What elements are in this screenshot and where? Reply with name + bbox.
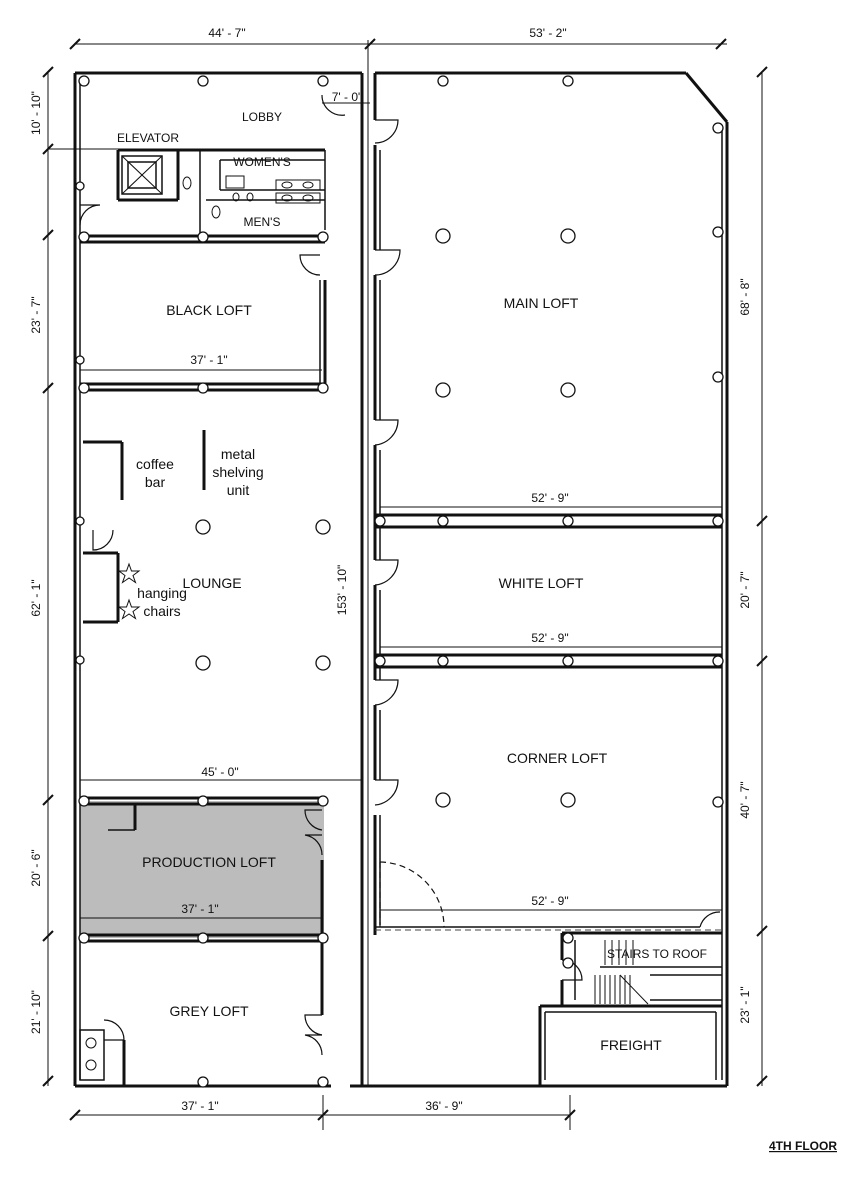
room-label-mens: MEN'S (244, 215, 281, 229)
room-label-production-loft: PRODUCTION LOFT (142, 854, 276, 870)
room-label-lobby: LOBBY (242, 110, 282, 124)
dim-production-width: 37' - 1" (181, 902, 218, 916)
corridor-walls (360, 73, 381, 1086)
dim-white-width: 52' - 9" (531, 631, 568, 645)
dim-black-width: 37' - 1" (190, 353, 227, 367)
note-bar: bar (145, 474, 166, 490)
dim-corridor: 153' - 10" (335, 565, 349, 616)
star-icon (117, 562, 141, 584)
dim-main-width: 52' - 9" (531, 491, 568, 505)
room-label-white-loft: WHITE LOFT (499, 575, 584, 591)
room-label-lounge: LOUNGE (182, 575, 241, 591)
dim-left-lounge: 62' - 1" (29, 579, 43, 616)
dimension-lines (42, 38, 768, 1130)
dim-right-white: 20' - 7" (738, 571, 752, 608)
stair-treads (594, 940, 649, 1005)
room-label-stairs: STAIRS TO ROOF (607, 947, 707, 961)
note-hanging: hanging (137, 585, 187, 601)
dim-left-grey: 21' - 10" (29, 990, 43, 1034)
restroom-fixtures (182, 175, 321, 219)
dim-right-main: 68' - 8" (738, 278, 752, 315)
room-label-corner-loft: CORNER LOFT (507, 750, 608, 766)
dim-right-freight: 23' - 1" (738, 986, 752, 1023)
note-chairs: chairs (143, 603, 180, 619)
right-wing-walls (375, 513, 722, 1086)
sheet-title: 4TH FLOOR (769, 1139, 837, 1153)
room-label-main-loft: MAIN LOFT (504, 295, 579, 311)
note-unit: unit (227, 482, 250, 498)
room-label-freight: FREIGHT (600, 1037, 662, 1053)
dim-bottom-left: 37' - 1" (181, 1099, 218, 1113)
note-coffee: coffee (136, 456, 174, 472)
note-metal: metal (221, 446, 255, 462)
room-label-black-loft: BLACK LOFT (166, 302, 252, 318)
dim-top-left: 44' - 7" (208, 26, 245, 40)
room-label-elevator: ELEVATOR (117, 131, 179, 145)
door-swings (79, 94, 721, 1056)
dim-left-lobby: 10' - 10" (29, 91, 43, 135)
room-label-womens: WOMEN'S (233, 155, 291, 169)
dim-lobby-door: 7' - 0" (332, 90, 363, 104)
dim-left-black: 23' - 7" (29, 296, 43, 333)
dim-corner-width: 52' - 9" (531, 894, 568, 908)
dim-left-production: 20' - 6" (29, 849, 43, 886)
room-label-grey-loft: GREY LOFT (169, 1003, 249, 1019)
dim-right-corner: 40' - 7" (738, 781, 752, 818)
left-wing-walls (79, 148, 327, 1086)
exterior-walls (73, 71, 729, 1088)
dim-top-right: 53' - 2" (529, 26, 566, 40)
interior-columns (195, 228, 576, 808)
dim-bottom-right: 36' - 9" (425, 1099, 462, 1113)
star-icon (117, 598, 141, 620)
production-loft-area (80, 801, 324, 938)
hanging-chair-markers (117, 562, 141, 620)
dim-lounge-width: 45' - 0" (201, 765, 238, 779)
elevator-shaft (121, 155, 163, 195)
note-shelving: shelving (212, 464, 263, 480)
structural-columns (75, 75, 724, 1088)
